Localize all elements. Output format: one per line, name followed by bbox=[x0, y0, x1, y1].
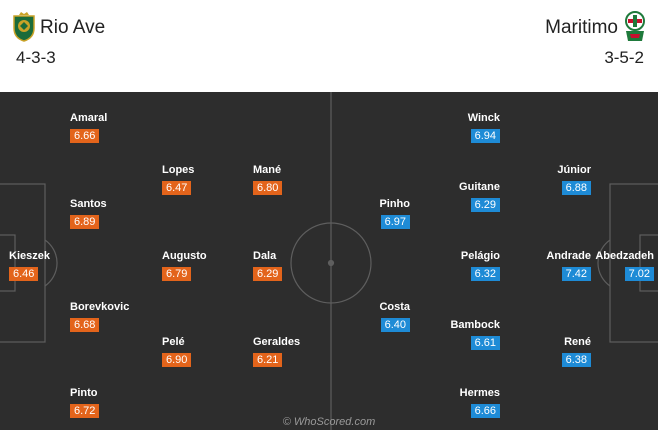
player-name: Kieszek bbox=[9, 250, 50, 262]
player-rating-badge: 6.29 bbox=[253, 267, 283, 281]
player-name: Pinho bbox=[379, 198, 410, 210]
player-rating-badge: 6.89 bbox=[70, 215, 100, 229]
player-pinto[interactable]: Pinto 6.72 bbox=[70, 387, 100, 419]
player-rating-badge: 6.47 bbox=[162, 181, 192, 195]
rio-ave-crest-icon bbox=[12, 12, 36, 42]
player-costa[interactable]: Costa 6.40 bbox=[379, 301, 410, 333]
player-name: Dala bbox=[253, 250, 277, 262]
player-name: Pelé bbox=[162, 336, 185, 348]
player-kieszek[interactable]: Kieszek 6.46 bbox=[9, 250, 50, 282]
player-name: Winck bbox=[467, 112, 500, 124]
player-rating-badge: 6.80 bbox=[253, 181, 283, 195]
player-name: Santos bbox=[70, 198, 107, 210]
player-rating-badge: 6.61 bbox=[470, 336, 500, 350]
player-borevkovic[interactable]: Borevkovic 6.68 bbox=[70, 301, 129, 333]
player-pele[interactable]: Pelé 6.90 bbox=[162, 336, 192, 368]
player-rating-badge: 6.79 bbox=[162, 267, 192, 281]
player-name: Borevkovic bbox=[70, 301, 130, 313]
player-name: Andrade bbox=[546, 250, 591, 262]
player-dala[interactable]: Dala 6.29 bbox=[253, 250, 283, 282]
player-mane[interactable]: Mané 6.80 bbox=[253, 164, 283, 196]
player-rating-badge: 6.94 bbox=[470, 129, 500, 143]
home-formation: 4-3-3 bbox=[16, 48, 56, 67]
player-rating-badge: 6.66 bbox=[70, 129, 100, 143]
player-name: Augusto bbox=[162, 250, 207, 262]
player-name: Júnior bbox=[557, 164, 591, 176]
player-name: Bambock bbox=[450, 319, 500, 331]
player-rating-badge: 6.72 bbox=[70, 404, 100, 418]
player-bambock[interactable]: Bambock 6.61 bbox=[450, 319, 500, 351]
player-rating-badge: 6.66 bbox=[470, 404, 500, 418]
player-winck[interactable]: Winck 6.94 bbox=[468, 112, 500, 144]
whoscored-watermark: © WhoScored.com bbox=[282, 416, 376, 428]
home-team-name[interactable]: Rio Ave bbox=[40, 17, 106, 38]
maritimo-crest-icon bbox=[622, 10, 648, 44]
player-junior[interactable]: Júnior 6.88 bbox=[557, 164, 591, 196]
player-abedzadeh[interactable]: Abedzadeh 7.02 bbox=[595, 250, 654, 282]
player-rating-badge: 6.40 bbox=[380, 318, 410, 332]
player-name: Geraldes bbox=[253, 336, 301, 348]
player-name: Lopes bbox=[162, 164, 195, 176]
player-rating-badge: 7.42 bbox=[561, 267, 591, 281]
away-team-name[interactable]: Maritimo bbox=[545, 17, 618, 38]
player-name: Hermes bbox=[459, 387, 500, 399]
player-amaral[interactable]: Amaral 6.66 bbox=[70, 112, 107, 144]
player-pelagio[interactable]: Pelágio 6.32 bbox=[461, 250, 500, 282]
player-name: Amaral bbox=[70, 112, 108, 124]
player-rating-badge: 6.46 bbox=[9, 267, 39, 281]
player-rating-badge: 6.68 bbox=[70, 318, 100, 332]
away-formation: 3-5-2 bbox=[604, 48, 644, 67]
player-rating-badge: 6.38 bbox=[561, 353, 591, 367]
player-rating-badge: 6.97 bbox=[380, 215, 410, 229]
player-rating-badge: 6.29 bbox=[470, 198, 500, 212]
player-rating-badge: 6.21 bbox=[253, 353, 283, 367]
player-name: Pinto bbox=[70, 387, 98, 399]
player-santos[interactable]: Santos 6.89 bbox=[70, 198, 107, 230]
player-hermes[interactable]: Hermes 6.66 bbox=[460, 387, 500, 419]
pitch: Kieszek 6.46 Amaral 6.66 Santos 6.89 Bor… bbox=[0, 92, 658, 430]
player-name: Abedzadeh bbox=[595, 250, 654, 262]
player-name: Guitane bbox=[459, 181, 500, 193]
pitch-markings bbox=[0, 92, 658, 430]
player-name: Pelágio bbox=[460, 250, 500, 262]
player-rating-badge: 7.02 bbox=[624, 267, 654, 281]
player-pinho[interactable]: Pinho 6.97 bbox=[379, 198, 410, 230]
player-rating-badge: 6.90 bbox=[162, 353, 192, 367]
player-geraldes[interactable]: Geraldes 6.21 bbox=[253, 336, 300, 368]
player-lopes[interactable]: Lopes 6.47 bbox=[162, 164, 194, 196]
player-name: Mané bbox=[253, 164, 282, 176]
match-header: Rio Ave 4-3-3 Maritimo 3-5-2 bbox=[0, 0, 658, 92]
player-andrade[interactable]: Andrade 7.42 bbox=[546, 250, 591, 282]
player-rene[interactable]: René 6.38 bbox=[561, 336, 591, 368]
player-guitane[interactable]: Guitane 6.29 bbox=[459, 181, 500, 213]
player-rating-badge: 6.88 bbox=[561, 181, 591, 195]
player-name: René bbox=[564, 336, 591, 348]
player-rating-badge: 6.32 bbox=[470, 267, 500, 281]
player-augusto[interactable]: Augusto 6.79 bbox=[162, 250, 207, 282]
player-name: Costa bbox=[379, 301, 410, 313]
